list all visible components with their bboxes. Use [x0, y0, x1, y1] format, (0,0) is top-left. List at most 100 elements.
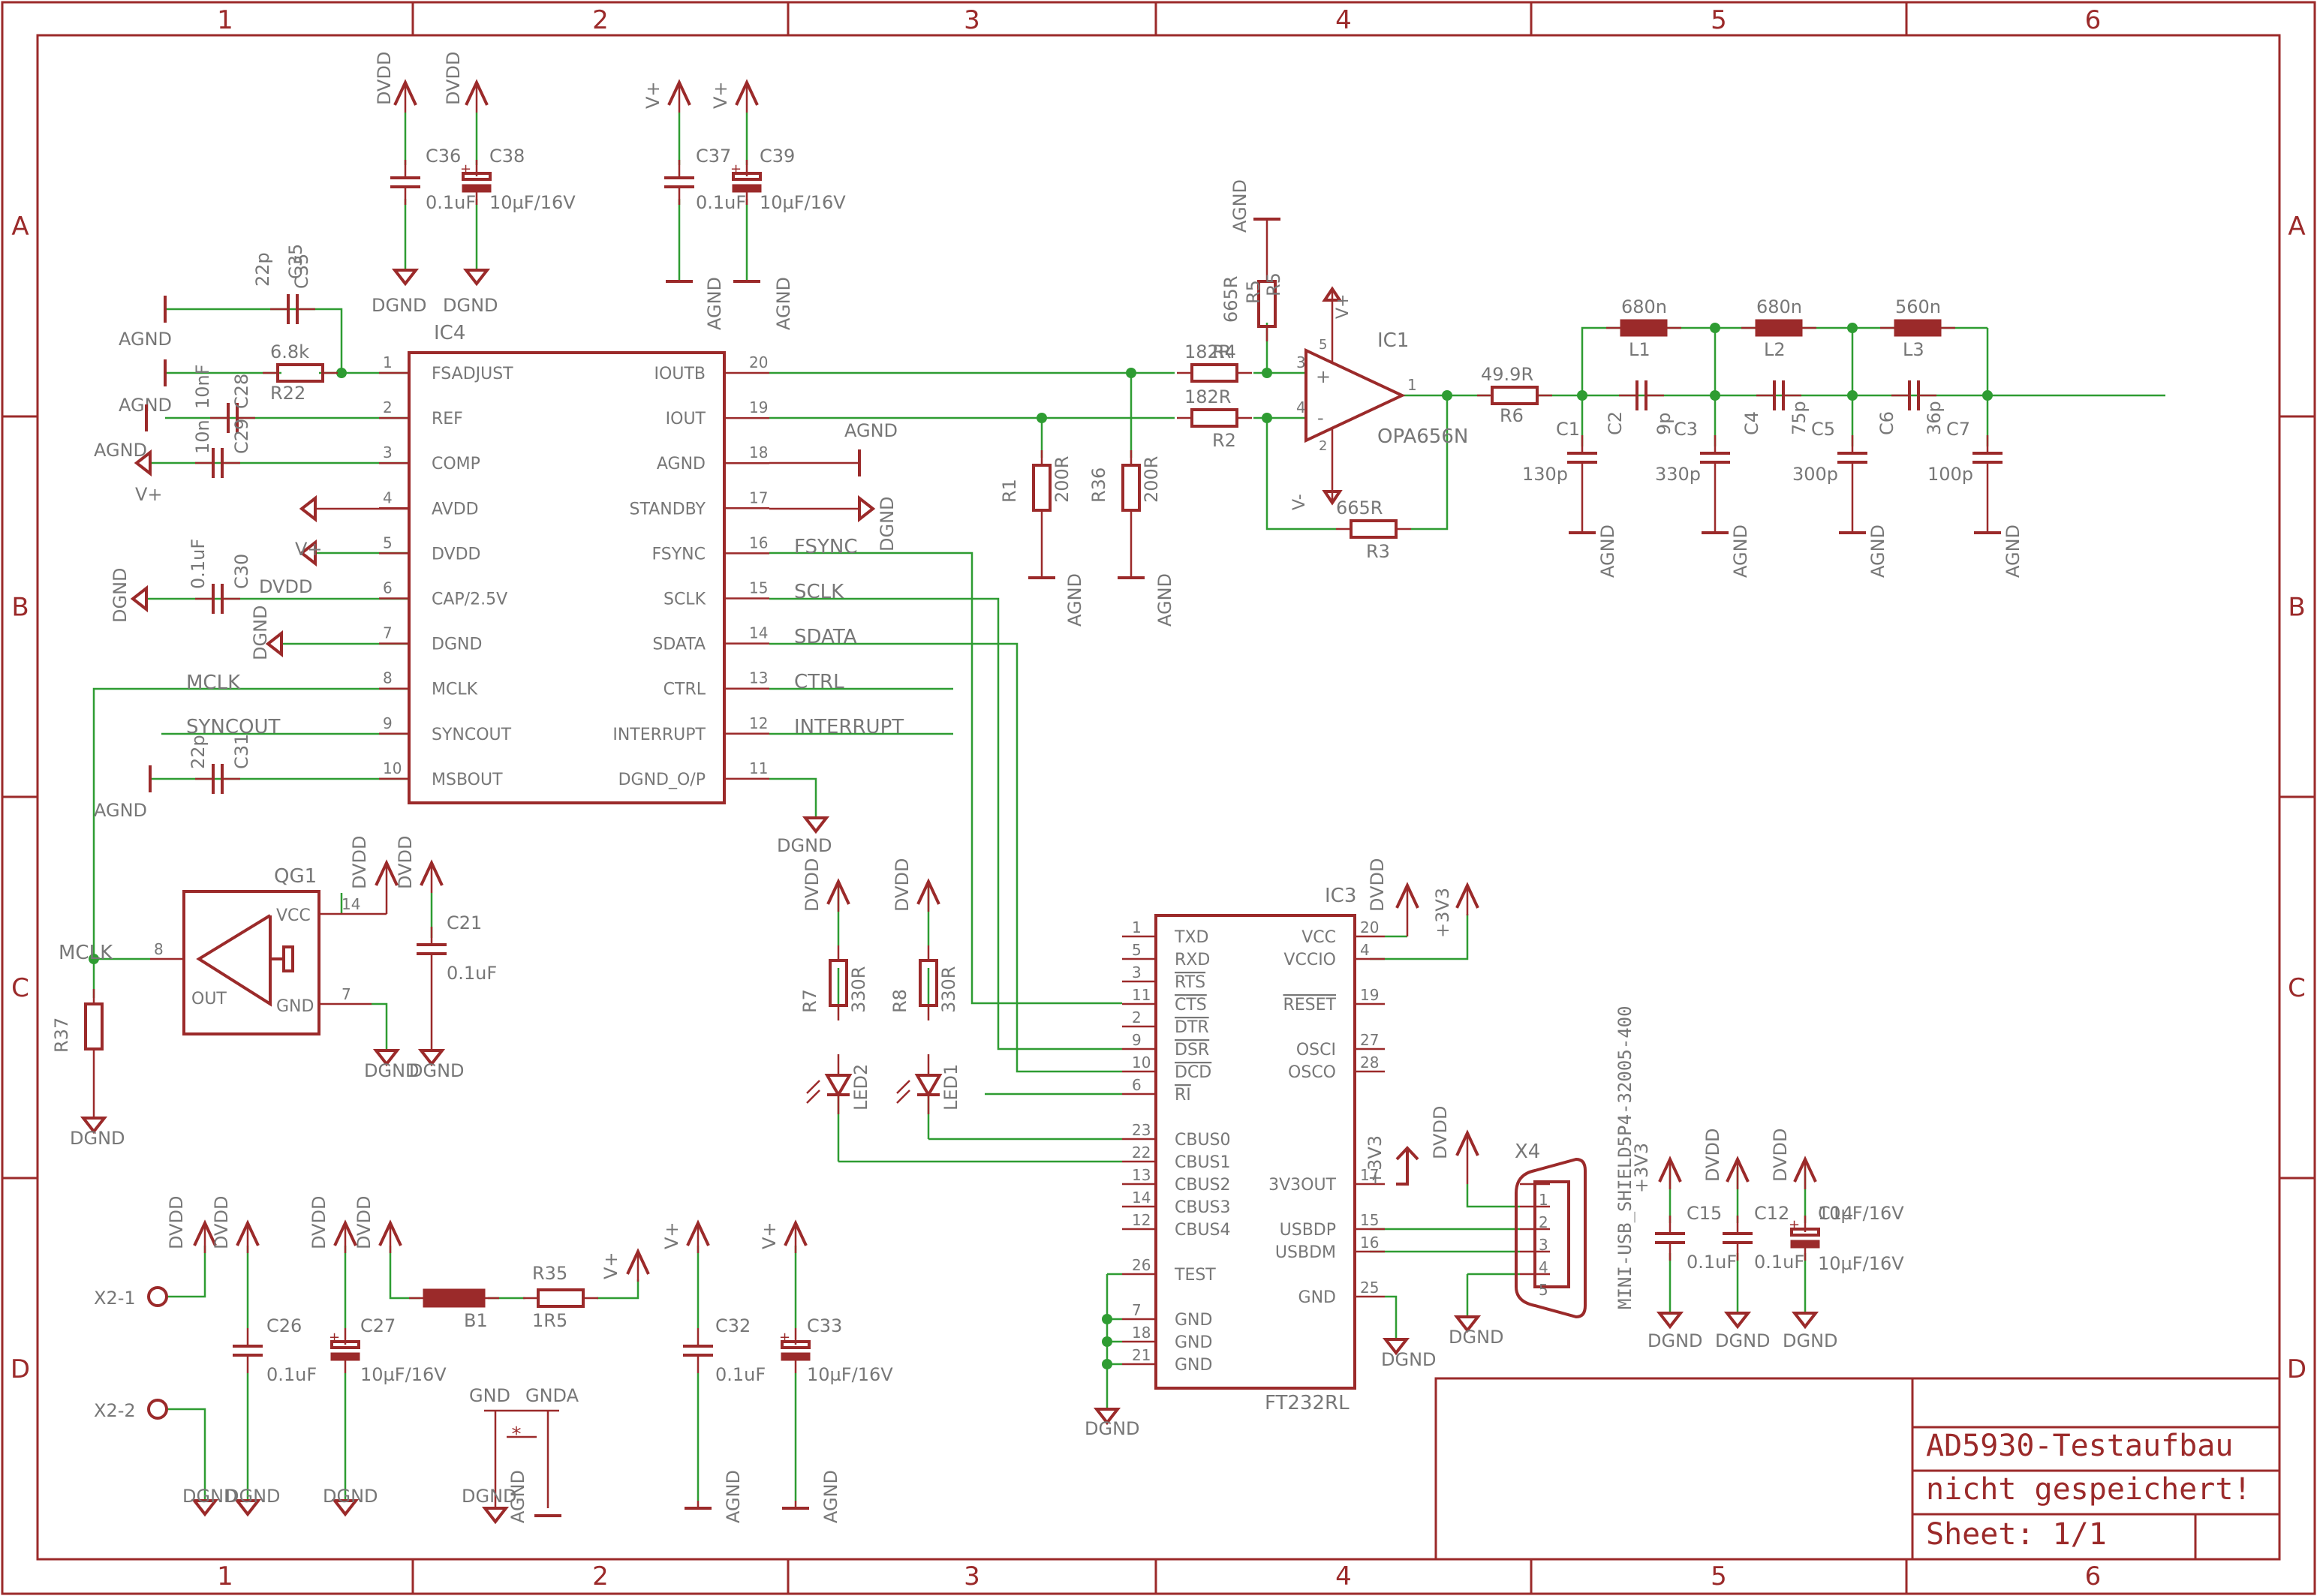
- title-text: AD5930-Testaufbau: [1926, 1429, 2233, 1463]
- qg1-name: QG1: [274, 865, 317, 888]
- junction-dot: [1442, 390, 1452, 401]
- resistor-value: 330R: [938, 966, 959, 1013]
- resistor-R3: [1350, 519, 1398, 539]
- supply-label: DGND: [70, 1128, 125, 1149]
- ic3-body: [1154, 914, 1356, 1390]
- inductor-name: L2: [1764, 339, 1786, 360]
- opamp-vm-label: V-: [1290, 494, 1309, 510]
- column-label: 3: [964, 1561, 980, 1591]
- ic4-pin-number: 17: [749, 488, 768, 506]
- ground-triangle-icon: [391, 269, 420, 287]
- opamp-pin2: 2: [1319, 438, 1327, 454]
- resistor-R4: [1190, 363, 1238, 383]
- capacitor-value: 300p: [1792, 464, 1838, 485]
- supply-label: AGND: [94, 440, 147, 461]
- supply-label: DGND: [182, 1486, 238, 1507]
- row-label: D: [2287, 1354, 2306, 1384]
- capacitor-name: C29: [231, 419, 252, 454]
- junction-dot: [1262, 413, 1272, 423]
- ic3-pin-name: GND: [1175, 1356, 1212, 1375]
- ic4-pin-number: 6: [383, 579, 393, 597]
- ground-triangle-icon: [1723, 1312, 1752, 1330]
- resistor-name: R3: [1366, 541, 1390, 562]
- sheet-text: Sheet: 1/1: [1926, 1517, 2107, 1552]
- ic3-pin-name: USBDP: [1280, 1221, 1336, 1240]
- ic4-pin-number: 13: [749, 669, 768, 687]
- resistor-name: R37: [51, 1017, 72, 1053]
- supply-label: DGND: [1381, 1349, 1437, 1370]
- qg1-pin7-num: 7: [342, 985, 351, 1003]
- inductor-L3: [1894, 319, 1942, 337]
- wire: [1466, 1184, 1520, 1208]
- ic3-pin-name: RESET: [1283, 996, 1337, 1014]
- resistor-R22: [276, 363, 324, 383]
- capacitor-name: C36: [426, 146, 461, 167]
- resistor-name: R35: [532, 1263, 567, 1284]
- resistor-name: R22: [270, 383, 305, 404]
- capacitor-value: 0.1uF: [266, 1364, 317, 1385]
- junction-dot: [1847, 390, 1858, 401]
- title-block: AD5930-Testaufbau nicht gespeichert! She…: [1434, 1377, 2281, 1561]
- ic4-pin-name: AGND: [657, 455, 706, 473]
- ic4-pin-name: CTRL: [664, 681, 706, 699]
- ic4-pin-number: 4: [383, 488, 393, 506]
- ic3-pin-name: DSR: [1175, 1041, 1209, 1059]
- ground-triangle-icon: [233, 1499, 262, 1517]
- ground-triangle-icon: [299, 539, 317, 567]
- qg1-pin14-num: 14: [342, 895, 360, 913]
- resistor-R1: [1032, 464, 1052, 512]
- capacitor-name: C5: [1811, 419, 1835, 440]
- ground-triangle-icon: [134, 449, 152, 477]
- supply-label: DGND: [110, 567, 131, 623]
- row-label: A: [11, 212, 29, 242]
- supply-label: DVDD: [374, 52, 395, 105]
- resistor-value: 665R: [1336, 497, 1383, 518]
- junction-dot: [336, 368, 347, 378]
- capacitor-value: 10n: [192, 419, 213, 454]
- supply-label: DGND: [1715, 1330, 1771, 1351]
- ic3-pin-number: 23: [1132, 1121, 1151, 1139]
- supply-label: DVDD: [308, 1196, 329, 1249]
- ic3-pin-number: 15: [1360, 1211, 1379, 1229]
- ic3-pin-number: 26: [1132, 1256, 1151, 1274]
- supply-label: V+: [295, 539, 323, 560]
- qg1-out: OUT: [191, 990, 227, 1008]
- ic3-name: IC3: [1325, 885, 1356, 907]
- ic4-pin-number: 8: [383, 669, 393, 687]
- column-label: 3: [964, 5, 980, 35]
- resistor-name: R1: [999, 479, 1020, 503]
- ic3-pin-number: 9: [1132, 1031, 1142, 1049]
- junctions: [89, 323, 1993, 1369]
- opamp-plus: +: [1316, 366, 1331, 387]
- opamp-pin1: 1: [1407, 376, 1417, 394]
- ic4-pin-number: 16: [749, 534, 768, 552]
- ic3-pin-number: 18: [1132, 1324, 1151, 1342]
- capacitor-name: C39: [760, 146, 795, 167]
- supply-label: DVDD: [354, 1196, 375, 1249]
- ic3-pin-number: 3: [1132, 963, 1142, 981]
- ic3-pin-number: 6: [1132, 1076, 1142, 1094]
- ic4-pins: 1FSADJUST2REF3COMP4AVDD5DVDD6CAP/2.5V7DG…: [379, 353, 769, 789]
- opamp-vp-label: V+: [1334, 294, 1353, 319]
- ic3-pin-name: CBUS0: [1175, 1131, 1231, 1150]
- usb-name: X4: [1515, 1141, 1540, 1163]
- ic4-pin-name: STANDBY: [630, 500, 706, 518]
- terminal-x2-2: [147, 1399, 168, 1420]
- ic3-pin-number: 21: [1132, 1346, 1151, 1364]
- capacitor-name: C38: [489, 146, 525, 167]
- ic4-pin-name: COMP: [432, 455, 480, 473]
- capacitor-value: 22p: [188, 735, 209, 769]
- supply-label: V+: [642, 81, 664, 109]
- supply-label: V+: [759, 1222, 780, 1249]
- ic4-pin-name: DGND_O/P: [618, 771, 706, 789]
- usb-pin: 2: [1539, 1213, 1548, 1231]
- polarity-mark: +: [1789, 1217, 1800, 1233]
- opamp-pin3: 3: [1296, 353, 1306, 371]
- capacitor-value: 0.1uF: [696, 192, 746, 213]
- resistor-name: R6: [1500, 405, 1524, 426]
- supply-label: DGND: [1449, 1327, 1504, 1348]
- gnd-bridge-label: GND: [469, 1385, 510, 1406]
- resistor-value: 1R5: [532, 1310, 567, 1331]
